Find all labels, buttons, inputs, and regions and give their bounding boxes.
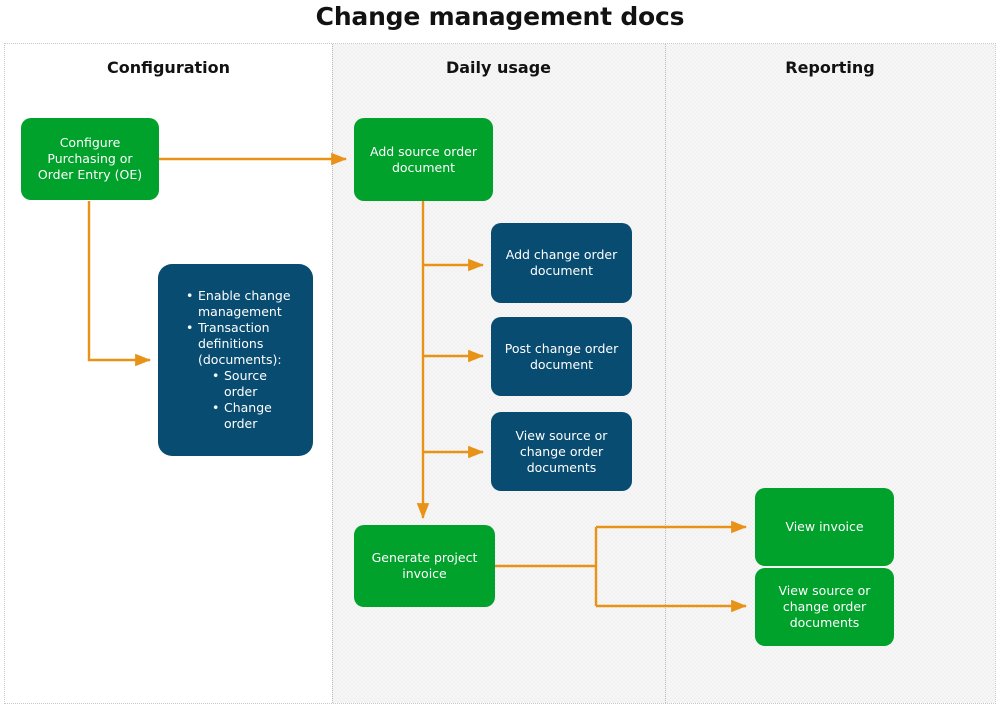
lane-title-configuration: Configuration <box>106 58 231 77</box>
node-configure-purchasing[interactable]: Configure Purchasing or Order Entry (OE) <box>21 118 159 200</box>
node-view-documents-reporting-label: View source or change order documents <box>778 583 871 630</box>
bullet-transaction-definitions: Transaction definitions (documents): Sou… <box>186 320 299 432</box>
bullet-change-order: Change order <box>212 400 299 432</box>
node-view-documents-reporting[interactable]: View source or change order documents <box>755 568 894 646</box>
node-configure-purchasing-label: Configure Purchasing or Order Entry (OE) <box>37 135 143 182</box>
node-view-documents-daily-label: View source or change order documents <box>515 427 608 475</box>
lane-title-daily-usage: Daily usage <box>445 58 552 77</box>
node-post-change-order-label: Post change order document <box>504 340 619 372</box>
node-generate-project-invoice-label: Generate project invoice <box>371 550 478 581</box>
bullet-source-order: Source order <box>212 368 299 400</box>
node-add-change-order[interactable]: Add change order document <box>491 223 632 303</box>
lane-divider-1 <box>332 44 333 703</box>
node-generate-project-invoice[interactable]: Generate project invoice <box>354 525 495 607</box>
transaction-definitions-sublist: Source order Change order <box>198 368 299 432</box>
change-management-bullet-list: Enable change management Transaction def… <box>172 288 299 432</box>
node-view-invoice[interactable]: View invoice <box>755 488 894 566</box>
node-add-change-order-label: Add change order document <box>505 247 618 278</box>
bullet-enable-change-management: Enable change management <box>186 288 299 320</box>
page-title: Change management docs <box>315 2 685 31</box>
node-add-source-order[interactable]: Add source order document <box>354 118 493 201</box>
node-post-change-order[interactable]: Post change order document <box>491 317 632 396</box>
node-enable-change-management[interactable]: Enable change management Transaction def… <box>158 264 313 456</box>
node-add-source-order-label: Add source order document <box>370 143 477 175</box>
lane-title-reporting: Reporting <box>785 58 875 77</box>
node-view-invoice-label: View invoice <box>785 519 864 534</box>
lane-divider-2 <box>665 44 666 703</box>
node-view-documents-daily[interactable]: View source or change order documents <box>491 412 632 491</box>
